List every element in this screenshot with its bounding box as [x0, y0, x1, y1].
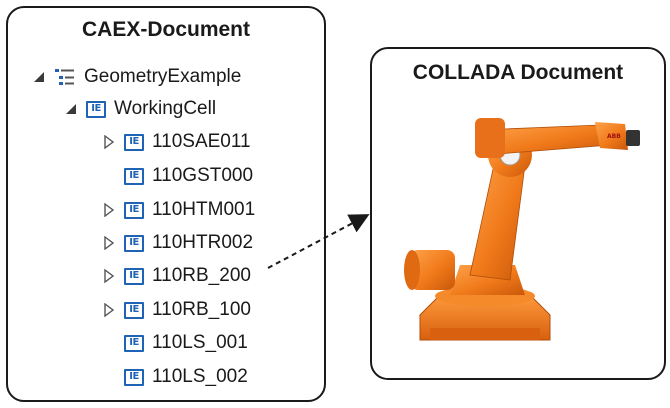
ie-icon: IE — [124, 201, 144, 219]
caex-document-panel: CAEX-Document GeometryExample IE Working… — [6, 6, 326, 402]
tree-item-label: 110RB_200 — [152, 265, 251, 286]
ie-icon: IE — [124, 334, 144, 352]
tree-item-label: 110HTR002 — [152, 232, 254, 253]
ie-icon: IE — [124, 133, 144, 151]
list-tree-icon — [54, 67, 76, 87]
tree-item-label: 110RB_100 — [152, 299, 251, 320]
collapsed-triangle-icon[interactable] — [102, 203, 116, 217]
tree-root-label: GeometryExample — [84, 66, 242, 87]
tree-item-label: 110LS_002 — [152, 366, 248, 387]
robot-brand-label: ABB — [607, 133, 621, 140]
tree-item[interactable]: IE 110RB_100 — [102, 298, 251, 322]
ie-icon: IE — [124, 301, 144, 319]
tree-node-label: WorkingCell — [114, 98, 217, 119]
ie-icon: IE — [124, 368, 144, 386]
tree-item-label: 110HTM001 — [152, 199, 256, 220]
caex-panel-title: CAEX-Document — [81, 18, 250, 41]
industrial-robot-arm-icon: ABB — [404, 118, 640, 341]
tree-item[interactable]: IE 110SAE011 — [102, 130, 251, 154]
collapsed-triangle-icon[interactable] — [102, 236, 116, 250]
ie-icon: IE — [124, 267, 144, 285]
collada-panel-title: COLLADA Document — [412, 61, 624, 84]
ie-icon: IE — [124, 167, 144, 185]
expanded-triangle-icon[interactable] — [64, 102, 78, 116]
ie-icon: IE — [86, 100, 106, 118]
tree-root-geometryexample[interactable]: GeometryExample — [32, 65, 241, 89]
tree-node-workingcell[interactable]: IE WorkingCell — [64, 97, 216, 121]
expanded-triangle-icon[interactable] — [32, 70, 46, 84]
collapsed-triangle-icon[interactable] — [102, 135, 116, 149]
tree-item[interactable]: IE 110HTR002 — [102, 231, 253, 255]
tree-item[interactable]: IE 110GST000 — [102, 164, 253, 188]
tree-item[interactable]: IE 110HTM001 — [102, 198, 255, 222]
tree-item-label: 110LS_001 — [152, 332, 248, 353]
tree-item-label: 110GST000 — [152, 165, 254, 186]
tree-item[interactable]: IE 110RB_200 — [102, 264, 251, 288]
ie-icon: IE — [124, 234, 144, 252]
tree-item[interactable]: IE 110LS_002 — [102, 365, 248, 389]
tree-item-label: 110SAE011 — [152, 131, 251, 152]
collapsed-triangle-icon[interactable] — [102, 303, 116, 317]
collapsed-triangle-icon[interactable] — [102, 269, 116, 283]
tree-item[interactable]: IE 110LS_001 — [102, 331, 248, 355]
